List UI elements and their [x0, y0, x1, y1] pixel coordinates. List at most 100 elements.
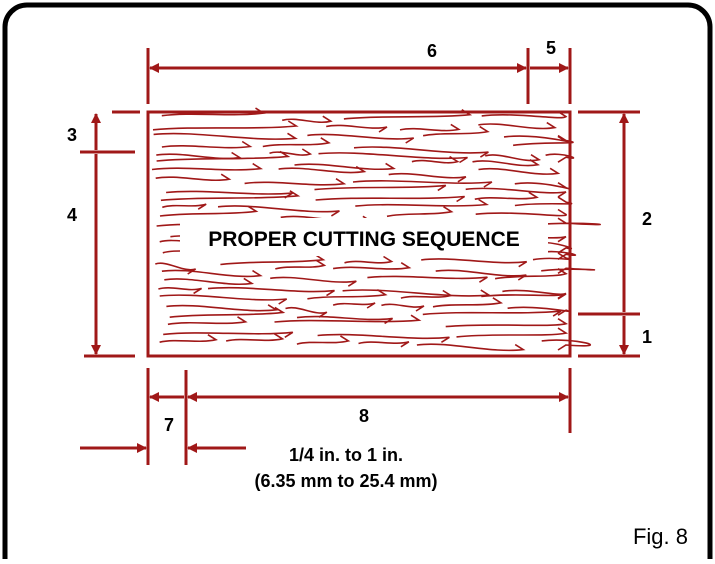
- grain-line: [167, 316, 248, 326]
- grain-line: [353, 146, 489, 158]
- wood-grain: [151, 107, 601, 352]
- grain-line: [275, 259, 327, 270]
- grain-line: [344, 255, 394, 264]
- figure-label: Fig. 8: [633, 524, 688, 549]
- grain-line: [225, 333, 285, 342]
- label-5: 5: [546, 38, 556, 58]
- grain-line: [317, 333, 450, 343]
- grain-line: [485, 154, 542, 162]
- grain-line: [399, 123, 461, 132]
- grain-line: [445, 318, 569, 328]
- grain-line: [478, 121, 557, 130]
- grain-line: [456, 327, 569, 338]
- grain-line: [326, 124, 388, 133]
- grain-line: [481, 293, 567, 300]
- grain-line: [318, 152, 468, 164]
- grain-line: [278, 165, 367, 174]
- dimension-arrows: [80, 63, 629, 453]
- grain-line: [314, 184, 447, 192]
- grain-line: [478, 167, 561, 175]
- grain-line: [432, 297, 504, 308]
- grain-line: [151, 162, 264, 171]
- grain-line: [296, 315, 394, 325]
- grain-line: [207, 286, 335, 297]
- grain-line: [503, 135, 571, 143]
- grain-line: [169, 306, 286, 318]
- grain-line: [514, 196, 573, 207]
- grain-line: [153, 132, 298, 140]
- grain-line: [164, 277, 255, 285]
- grain-line: [352, 180, 493, 188]
- grain-line: [166, 190, 294, 199]
- grain-line: [163, 331, 294, 338]
- grain-line: [156, 150, 291, 162]
- grain-line: [274, 314, 422, 323]
- grain-line: [532, 252, 571, 261]
- grain-line: [475, 208, 567, 217]
- gap-range-line1: 1/4 in. to 1 in.: [289, 445, 403, 465]
- grain-line: [162, 203, 207, 210]
- grain-line: [465, 187, 567, 198]
- grain-line: [367, 275, 488, 283]
- grain-line: [514, 182, 570, 190]
- grain-line: [481, 110, 568, 119]
- grain-line: [155, 262, 197, 275]
- grain-line: [166, 304, 279, 312]
- title-backdrop: [180, 218, 548, 256]
- grain-line: [161, 140, 253, 149]
- grain-line: [315, 195, 466, 203]
- grain-line: [269, 148, 313, 156]
- grain-line: [155, 173, 232, 182]
- label-1: 1: [642, 327, 652, 347]
- grain-line: [545, 153, 575, 163]
- grain-line: [388, 172, 467, 183]
- grain-line: [474, 191, 539, 200]
- grain-line: [281, 115, 333, 123]
- label-8: 8: [359, 406, 369, 426]
- grain-line: [159, 334, 218, 343]
- grain-line: [294, 162, 396, 171]
- grain-line: [262, 137, 331, 148]
- grain-line: [411, 155, 460, 164]
- grain-line: [541, 267, 595, 274]
- grain-line: [541, 339, 592, 351]
- grain-line: [343, 109, 473, 120]
- grain-line: [307, 133, 415, 144]
- grain-line: [358, 341, 410, 348]
- grain-line: [152, 120, 299, 131]
- label-7: 7: [164, 415, 174, 435]
- label-4: 4: [67, 205, 77, 225]
- grain-line: [381, 303, 425, 312]
- grain-line: [160, 190, 301, 202]
- diagram-title: PROPER CUTTING SEQUENCE: [208, 228, 520, 251]
- grain-line: [536, 217, 601, 226]
- grain-line: [332, 302, 376, 309]
- grain-line: [220, 254, 326, 266]
- grain-line: [332, 262, 412, 270]
- label-6: 6: [427, 41, 437, 61]
- grain-line: [159, 205, 259, 217]
- extension-lines: [80, 48, 640, 465]
- grain-line: [416, 343, 526, 352]
- grain-line: [386, 206, 454, 218]
- grain-line: [159, 294, 288, 305]
- grain-line: [400, 289, 453, 299]
- grain-line: [285, 306, 328, 318]
- grain-line: [296, 335, 351, 345]
- grain-line: [435, 269, 527, 281]
- grain-line: [161, 269, 263, 278]
- grain-line: [507, 306, 570, 316]
- grain-line: [421, 258, 528, 268]
- grain-line: [217, 205, 340, 217]
- grain-line: [342, 289, 492, 297]
- grain-line: [494, 268, 568, 280]
- grain-line: [355, 198, 490, 207]
- grain-line: [244, 178, 347, 186]
- label-3: 3: [67, 125, 77, 145]
- grain-line: [156, 151, 242, 160]
- grain-line: [158, 286, 203, 295]
- grain-line: [513, 134, 574, 147]
- grain-line: [307, 289, 388, 300]
- grain-line: [472, 159, 541, 167]
